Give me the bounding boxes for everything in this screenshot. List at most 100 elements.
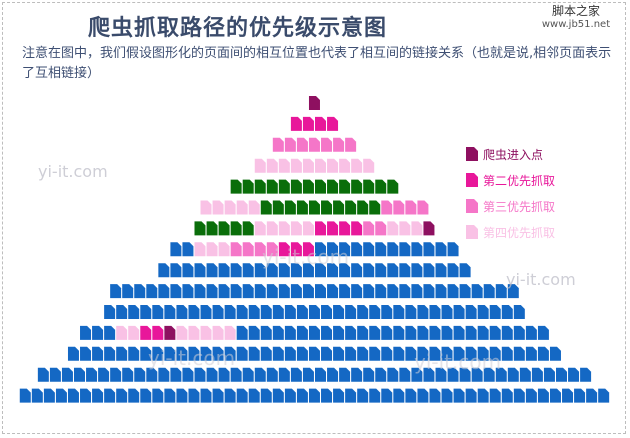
page-icon: [399, 284, 411, 299]
page-icon: [429, 325, 441, 340]
page-icon: [466, 199, 478, 213]
page-icon: [333, 137, 345, 152]
page-icon: [441, 305, 453, 319]
page-icon: [128, 305, 140, 319]
page-icon: [284, 388, 296, 403]
page-icon: [236, 305, 248, 319]
page-icon: [182, 242, 194, 257]
page-icon: [230, 221, 242, 236]
page-icon: [405, 200, 417, 215]
page-icon: [242, 221, 254, 236]
page-icon: [405, 325, 417, 340]
page-icon: [104, 346, 116, 361]
page-icon: [122, 367, 134, 382]
page-icon: [278, 221, 290, 236]
page-icon: [321, 325, 333, 340]
page-icon: [278, 367, 290, 382]
page-icon: [351, 367, 363, 382]
page-icon: [369, 325, 381, 340]
page-icon: [140, 305, 152, 319]
page-icon: [339, 158, 351, 173]
page-icon: [333, 200, 345, 215]
page-icon: [302, 179, 314, 194]
page-icon: [302, 284, 314, 299]
page-icon: [525, 346, 537, 361]
page-icon: [513, 346, 525, 361]
page-icon: [429, 305, 441, 319]
page-icon: [393, 200, 405, 215]
page-icon: [200, 325, 212, 340]
page-icon: [188, 346, 200, 361]
page-icon: [230, 179, 242, 194]
page-icon: [230, 242, 242, 257]
page-icon: [441, 346, 453, 361]
page-icon: [543, 367, 555, 382]
page-icon: [477, 305, 489, 319]
page-icon: [327, 158, 339, 173]
page-icon: [351, 263, 363, 278]
page-icon: [224, 325, 236, 340]
page-icon: [363, 263, 375, 278]
page-icon: [266, 221, 278, 236]
page-icon: [242, 367, 254, 382]
page-icon: [549, 346, 561, 361]
page-icon: [315, 263, 326, 278]
page-icon: [375, 367, 387, 382]
page-icon: [339, 179, 351, 194]
page-icon: [278, 158, 290, 173]
page-icon: [278, 284, 290, 299]
page-icon: [466, 147, 478, 161]
page-icon: [302, 221, 314, 236]
page-icon: [194, 263, 206, 278]
page-icon: [248, 200, 260, 215]
page-icon: [176, 388, 188, 403]
legend-label: 第三优先抓取: [483, 200, 556, 214]
page-icon: [417, 305, 429, 319]
page-icon: [158, 284, 170, 299]
page-icon: [296, 200, 308, 215]
page-icon: [230, 367, 242, 382]
page-icon: [327, 367, 339, 382]
page-icon: [260, 388, 272, 403]
page-icon: [254, 284, 266, 299]
page-icon: [477, 325, 489, 340]
page-icon: [465, 305, 477, 319]
page-icon: [212, 325, 224, 340]
page-icon: [152, 346, 164, 361]
page-icon: [206, 242, 218, 257]
page-icon: [327, 179, 339, 194]
page-icon: [447, 263, 459, 278]
page-icon: [363, 179, 375, 194]
page-icon: [182, 367, 194, 382]
page-icon: [194, 284, 206, 299]
page-icon: [375, 221, 387, 236]
page-icon: [134, 284, 146, 299]
page-icon: [333, 346, 345, 361]
page-icon: [417, 200, 429, 215]
page-icon: [333, 388, 345, 403]
diagram-frame: [2, 2, 626, 434]
page-icon: [152, 305, 164, 319]
page-icon: [92, 346, 104, 361]
page-icon: [31, 388, 43, 403]
page-icon: [466, 173, 478, 187]
page-icon: [308, 346, 320, 361]
page-icon: [248, 388, 260, 403]
page-icon: [417, 346, 429, 361]
page-icon: [224, 346, 236, 361]
page-icon: [92, 388, 104, 403]
page-icon: [459, 263, 471, 278]
page-icon: [266, 367, 278, 382]
page-icon: [369, 346, 381, 361]
page-icon: [206, 221, 218, 236]
page-icon: [375, 179, 387, 194]
page-icon: [381, 305, 393, 319]
page-icon: [321, 346, 333, 361]
page-icon: [116, 346, 128, 361]
page-icon: [531, 367, 543, 382]
page-icon: [387, 284, 399, 299]
page-icon: [266, 284, 278, 299]
page-icon: [399, 242, 411, 257]
page-icon: [242, 179, 254, 194]
description-text: 注意在图中，我们假设图形化的页面间的相互位置也代表了相互间的链接关系（也就是说,…: [22, 46, 612, 81]
